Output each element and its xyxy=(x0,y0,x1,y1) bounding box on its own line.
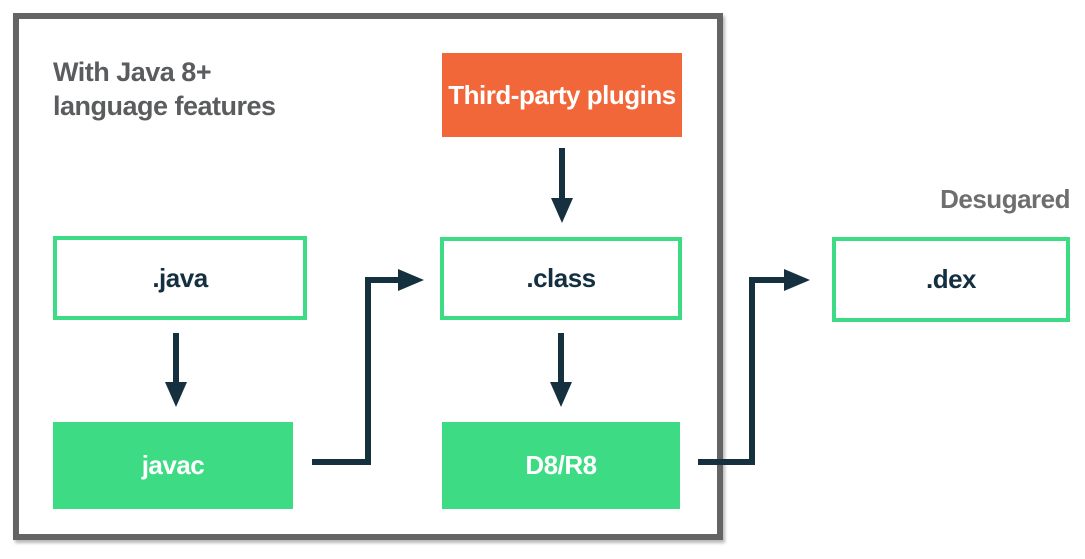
node-class-file: .class xyxy=(440,237,682,320)
desugared-label: Desugared xyxy=(940,184,1070,214)
java8-features-line2: language features xyxy=(53,91,276,121)
node-java-file-label: .java xyxy=(152,262,208,293)
java8-features-line1: With Java 8+ xyxy=(53,57,212,87)
node-java-file: .java xyxy=(53,236,307,320)
node-d8r8-tool: D8/R8 xyxy=(442,422,680,509)
java8-features-label: With Java 8+ language features xyxy=(53,55,276,123)
node-dex-file: .dex xyxy=(832,237,1070,322)
node-class-file-label: .class xyxy=(526,263,596,293)
node-third-party-plugins-label: Third-party plugins xyxy=(448,79,676,110)
toolchain-frame-border xyxy=(13,13,723,540)
node-dex-file-label: .dex xyxy=(925,264,977,294)
node-d8r8-tool-label: D8/R8 xyxy=(525,450,597,480)
node-javac-tool: javac xyxy=(53,422,293,509)
node-javac-tool-label: javac xyxy=(141,450,205,480)
node-third-party-plugins: Third-party plugins xyxy=(442,53,682,137)
